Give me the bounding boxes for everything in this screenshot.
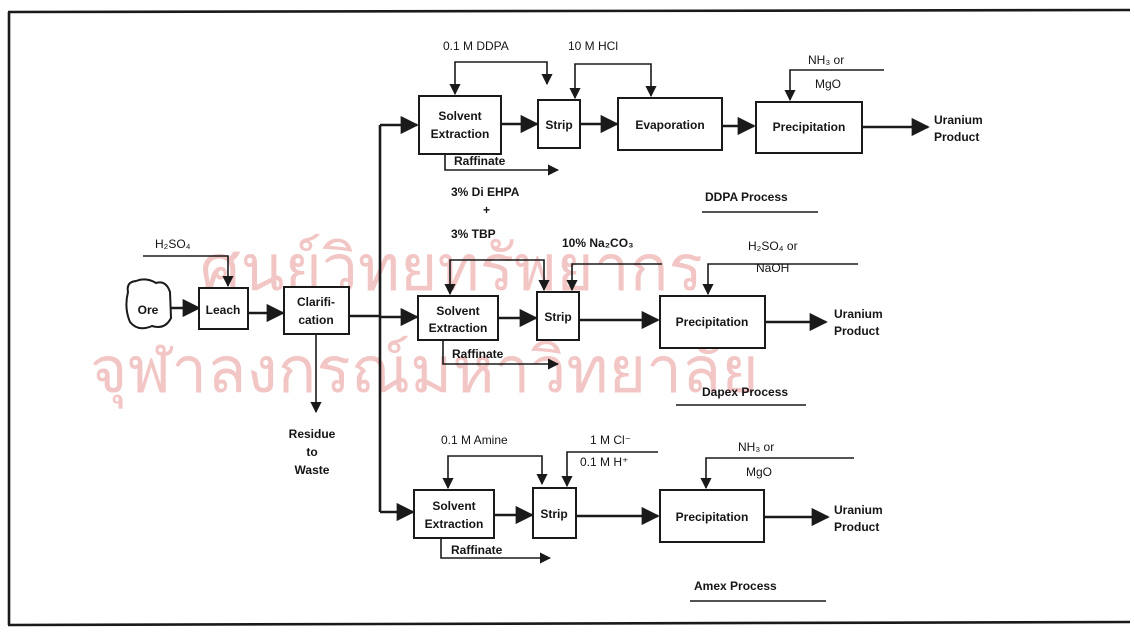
residue-label-3: Waste <box>295 463 330 477</box>
ddpa-strip-recycle-loop <box>575 64 651 98</box>
dapex-product-label-2: Product <box>834 324 879 338</box>
residue-label-2: to <box>306 445 317 459</box>
amex-sx-label-2: Extraction <box>425 517 484 531</box>
dapex-extractant-label-1: 3% Di EHPA <box>451 185 520 199</box>
ddpa-precipitant-label-1: NH₃ or <box>808 53 844 67</box>
ddpa-strip-reagent-label: 10 M HCl <box>568 39 618 53</box>
ddpa-sx-label-1: Solvent <box>438 109 481 123</box>
amex-process-name: Amex Process <box>694 579 777 593</box>
ddpa-precipitant-label-2: MgO <box>815 77 841 91</box>
dapex-strip-label: Strip <box>544 310 571 324</box>
dapex-extractant-plus: + <box>483 203 490 217</box>
clarification-label-2: cation <box>298 313 333 327</box>
residue-label-1: Residue <box>289 427 336 441</box>
frame-bottom-line <box>8 622 1130 625</box>
amex-precipitant-label-1: NH₃ or <box>738 440 774 454</box>
ddpa-precipitation-label: Precipitation <box>773 120 846 134</box>
dapex-extractant-label-2: 3% TBP <box>451 227 496 241</box>
amex-strip-reagent-label-1: 1 M Cl⁻ <box>590 433 631 447</box>
dapex-sx-label-2: Extraction <box>429 321 488 335</box>
dapex-sx-label-1: Solvent <box>436 304 479 318</box>
ddpa-extractant-label: 0.1 M DDPA <box>443 39 509 53</box>
watermark-line-2: จุฬาลงกรณ์มหาวิทยาลัย <box>90 334 759 409</box>
amex-strip-label: Strip <box>540 507 567 521</box>
amex-product-label-1: Uranium <box>834 503 883 517</box>
amex-strip-reagent-label-2: 0.1 M H⁺ <box>580 455 628 469</box>
ddpa-product-label-2: Product <box>934 130 979 144</box>
dapex-precipitant-label-1: H₂SO₄ or <box>748 239 798 253</box>
ore-label: Ore <box>138 303 159 317</box>
ddpa-raffinate-label: Raffinate <box>454 154 506 168</box>
ddpa-solvent-recycle-loop <box>455 62 547 94</box>
dapex-strip-reagent-label: 10% Na₂CO₃ <box>562 236 634 250</box>
amex-precipitant-label-2: MgO <box>746 465 772 479</box>
dapex-precipitant-label-2: NaOH <box>756 261 789 275</box>
clarification-label-1: Clarifi- <box>297 295 335 309</box>
leach-reagent-label: H₂SO₄ <box>155 237 191 251</box>
amex-precipitation-label: Precipitation <box>676 510 749 524</box>
amex-precipitant-line <box>706 458 854 488</box>
amex-solvent-recycle-loop <box>448 456 542 488</box>
ddpa-sx-label-2: Extraction <box>431 127 490 141</box>
ddpa-solvent-extraction-box <box>419 96 501 154</box>
dapex-product-label-1: Uranium <box>834 307 883 321</box>
dapex-process-name: Dapex Process <box>702 385 788 399</box>
dapex-precipitation-label: Precipitation <box>676 315 749 329</box>
leach-label: Leach <box>206 303 241 317</box>
amex-raffinate-label: Raffinate <box>451 543 503 557</box>
amex-sx-label-1: Solvent <box>432 499 475 513</box>
dapex-raffinate-label: Raffinate <box>452 347 504 361</box>
amex-extractant-label: 0.1 M Amine <box>441 433 508 447</box>
ddpa-strip-label: Strip <box>545 118 572 132</box>
frame-top-line <box>8 10 1130 12</box>
ddpa-process-name: DDPA Process <box>705 190 788 204</box>
ddpa-evaporation-label: Evaporation <box>635 118 704 132</box>
amex-product-label-2: Product <box>834 520 879 534</box>
ddpa-product-label-1: Uranium <box>934 113 983 127</box>
